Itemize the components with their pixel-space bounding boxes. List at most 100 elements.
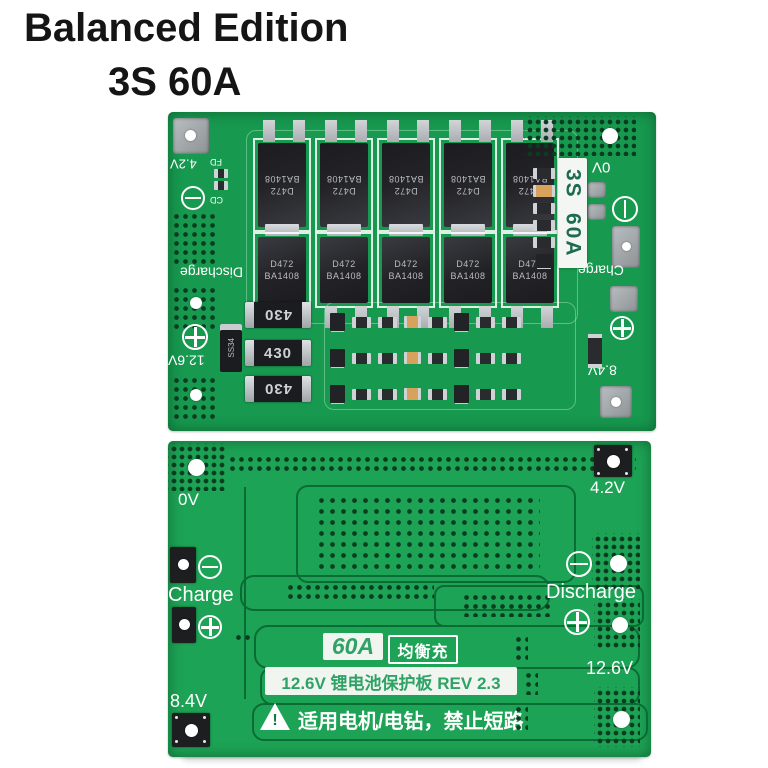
mounting-hole [607,455,620,468]
mosfet-marking: D472 [332,186,356,197]
plus-polarity-icon [564,609,590,635]
resistor-end [302,340,311,366]
via-cluster [170,210,216,266]
plus-polarity-icon [182,324,208,350]
resistor-end [245,340,254,366]
smd-transistor [536,254,552,268]
balance-charge-label: 均衡充 [388,635,458,664]
voltage-label: 4.2V [170,156,197,172]
minus-polarity-icon [566,551,592,577]
solder-pad [588,182,606,198]
minus-polarity-icon [181,186,205,210]
resistor-marking: 430 [254,302,302,328]
fd-label: FD [210,156,222,167]
smd-chip [352,316,371,328]
power-resistor: 430 [245,376,311,402]
solder-pad [172,607,196,643]
via-pair [512,703,528,733]
solder-pad [170,547,196,583]
smd-transistor [330,313,345,331]
power-resistor: 430 [245,302,311,328]
mosfet-marking: BA1408 [450,174,486,185]
smd-chip [378,388,397,400]
solder-pad [612,226,640,268]
smd-chip [533,203,555,214]
resistor-end [302,376,311,402]
mosfet-marking: BA1408 [388,270,424,281]
smd-chip [378,316,397,328]
sticker-text: 60A [561,212,585,258]
mosfet-marking: BA1408 [450,270,486,281]
via-pair [522,669,538,695]
mosfet-marking: D472 [456,258,480,269]
pcb-back-photo: 0V 4.2V Charge 8.4V Discharge 12.6V 60A [168,441,651,757]
title-line2: 3S 60A [108,60,242,104]
mosfet-marking: BA1408 [264,270,300,281]
smd-chip [533,220,555,231]
via-cluster [592,533,640,589]
smd-chip [502,388,521,400]
balance-charge-text: 均衡充 [397,643,449,661]
smd-row [330,311,562,333]
solder-pad [610,286,638,312]
smd-column [530,168,558,292]
mosfet-marking: BA1408 [264,174,300,185]
voltage-label: 12.6V [586,658,634,678]
mounting-hole [190,389,202,401]
resistor-end [245,376,254,402]
mounting-hole [610,555,627,572]
current-rating-label: 60A [323,633,383,660]
discharge-label: Discharge [546,581,637,603]
trace-line [244,487,246,699]
via-pair [232,631,250,641]
mounting-hole [188,459,205,476]
power-resistor: 430 [245,340,311,366]
mounting-hole [613,711,630,728]
mosfet-marking: D472 [518,258,542,269]
smd-chip [214,169,228,178]
smd-transistor [330,385,345,403]
discharge-label: Discharge [180,264,244,281]
via-cluster [170,284,216,330]
voltage-label: 0V [178,490,199,509]
smd-chip [352,388,371,400]
cd-label: CD [210,194,223,205]
smd-chip [533,237,555,248]
via-cluster [594,687,640,747]
plus-polarity-icon [610,316,634,340]
warning-exclamation: ! [272,711,278,729]
diode: SS34 [220,324,242,372]
mosfet-marking: BA1408 [512,270,548,281]
smd-chip [502,316,521,328]
voltage-label: 4.2V [590,478,625,497]
minus-polarity-icon [612,196,638,222]
voltage-label: 12.6V [168,352,205,369]
smd-capacitor [404,352,421,364]
smd-transistor [454,385,469,403]
smd-chip [476,352,495,364]
mosfet-marking: D472 [332,258,356,269]
mosfet-legs [255,120,309,142]
mounting-hole [602,128,618,144]
solder-pad [173,118,209,154]
smd-chip [428,352,447,364]
mosfet-marking: D472 [270,258,294,269]
smd-chip [352,352,371,364]
trace-region [252,703,648,741]
via-strip [226,453,636,473]
solder-pad [594,445,632,477]
mosfet-marking: BA1408 [326,174,362,185]
via-cluster [594,599,640,649]
resistor-end [245,302,254,328]
mounting-hole [179,619,190,630]
via-cluster [524,116,636,156]
via-pattern [314,493,540,571]
mosfet-legs [441,120,495,142]
